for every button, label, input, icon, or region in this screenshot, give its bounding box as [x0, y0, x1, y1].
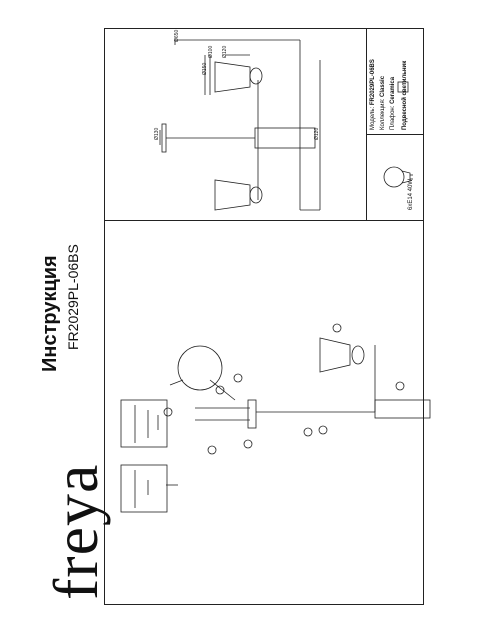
instruction-frame	[104, 28, 424, 605]
dimension-label-d1: Ø650	[174, 30, 180, 42]
dimension-drawing	[159, 39, 321, 211]
spec-type-icon	[397, 81, 409, 93]
mount-detail-lower	[120, 464, 178, 513]
spec-divider	[366, 134, 424, 135]
dimension-label-d2: Ø100	[208, 46, 214, 58]
bulb-icon	[383, 166, 413, 188]
spec-box	[366, 28, 424, 220]
dimension-label-d5: Ø120	[222, 46, 228, 58]
section-divider	[104, 220, 424, 221]
mount-detail-upper	[120, 399, 168, 448]
dimension-label-d3: Ø150	[202, 63, 208, 75]
dimension-label-d4: Ø120	[314, 128, 320, 140]
dimension-label-d6: Ø130	[154, 128, 160, 140]
assembly-drawing	[163, 323, 431, 455]
